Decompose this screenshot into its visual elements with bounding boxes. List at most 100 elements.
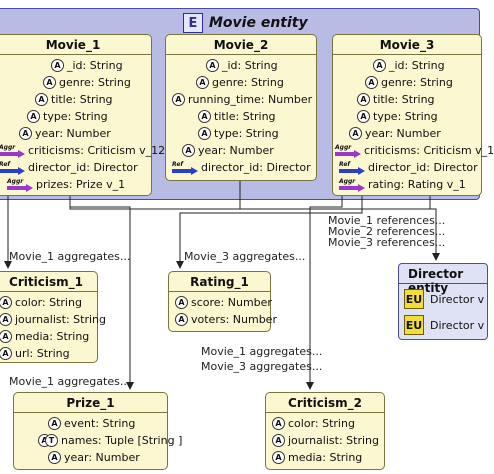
attribute-icon: A [27, 110, 40, 123]
box-title: Movie_1 [45, 38, 101, 52]
attribute-row: ATnames: Tuple [String ] [14, 432, 182, 449]
attribute-icon: A [0, 330, 12, 343]
attribute-row: A_id: String [333, 57, 481, 74]
attribute-icon: A [198, 110, 211, 123]
attribute-label: media: String [15, 330, 90, 343]
connector-references-director [69, 207, 440, 261]
director-row-label: Director v [430, 292, 485, 306]
edge-label: Movie_3 aggregates... [201, 360, 323, 373]
attribute-label: journalist: String [288, 434, 379, 447]
attribute-label: genre: String [212, 76, 284, 89]
box-divider [0, 54, 151, 55]
attribute-label: color: String [288, 417, 355, 430]
reference-arrow-icon: Ref [0, 161, 25, 175]
group-header: E Movie entity [183, 11, 308, 35]
attribute-icon: A [172, 93, 185, 106]
entity-icon: E [183, 13, 203, 33]
attribute-label: director_id: Director [28, 161, 138, 174]
box-title: Movie_3 [379, 38, 435, 52]
attribute-icon: A [19, 127, 32, 140]
edge-label: Movie_3 references... [328, 236, 446, 249]
attribute-icon: A [272, 451, 285, 464]
connector-movie3-criticism2 [306, 196, 343, 390]
box-title: Prize_1 [66, 396, 115, 410]
box-divider [333, 54, 481, 55]
attribute-label: title: String [214, 110, 276, 123]
attribute-icon: A [349, 127, 362, 140]
edge-label: Movie_1 references... [328, 214, 446, 227]
aggregation-arrow-icon: Aggr [339, 178, 365, 192]
edge-label: Movie_1 aggregates... [9, 375, 131, 388]
attribute-label: type: String [373, 110, 438, 123]
edge-label: Movie_2 references... [328, 225, 446, 238]
attribute-icon: A [0, 313, 12, 326]
attribute-icon: A [196, 76, 209, 89]
attribute-icon: A [48, 417, 61, 430]
attribute-icon: A [175, 296, 188, 309]
attribute-label: media: String [288, 451, 363, 464]
attribute-label: title: String [51, 93, 113, 106]
box-divider [266, 412, 384, 413]
connector-lines [4, 181, 440, 390]
box-title: Criticism_1 [9, 275, 83, 289]
box-divider [14, 412, 167, 413]
edge-label: Movie_1 aggregates... [9, 250, 131, 263]
attribute-icon: A [48, 451, 61, 464]
attribute-label: _id: String [222, 59, 278, 72]
attribute-label: title: String [373, 93, 435, 106]
attribute-icon: A [357, 93, 370, 106]
reference-arrow-icon: Ref [172, 161, 198, 175]
box-divider [399, 283, 487, 284]
attribute-label: url: String [15, 347, 70, 360]
attribute-row: A_id: String [166, 57, 316, 74]
attribute-label: running_time: Number [188, 93, 313, 106]
attribute-icon: A [175, 313, 188, 326]
aggregation-arrow-icon: Aggr [335, 144, 361, 158]
attribute-icon: A [357, 110, 370, 123]
reference-arrow-icon: Ref [339, 161, 365, 175]
tuple-attribute-icon: AT [38, 433, 58, 448]
box-title: Rating_1 [190, 275, 249, 289]
connector-movie1-prize1 [69, 196, 134, 390]
attribute-icon: A [182, 144, 195, 157]
attribute-label: _id: String [67, 59, 123, 72]
director-entity-box[interactable]: Director entity EU Director v EU Directo… [398, 263, 488, 340]
attribute-row: A_id: String [0, 57, 151, 74]
attribute-icon: A [365, 76, 378, 89]
attribute-icon: A [373, 59, 386, 72]
attribute-icon: A [51, 59, 64, 72]
attribute-label: genre: String [59, 76, 131, 89]
attribute-label: criticisms: Criticism v_12 [28, 144, 166, 157]
group-title: Movie entity [209, 15, 308, 31]
attribute-label: prizes: Prize v_1 [36, 178, 126, 191]
attribute-label: names: Tuple [String ] [61, 434, 183, 447]
attribute-label: journalist: String [15, 313, 106, 326]
attribute-icon: A [272, 434, 285, 447]
